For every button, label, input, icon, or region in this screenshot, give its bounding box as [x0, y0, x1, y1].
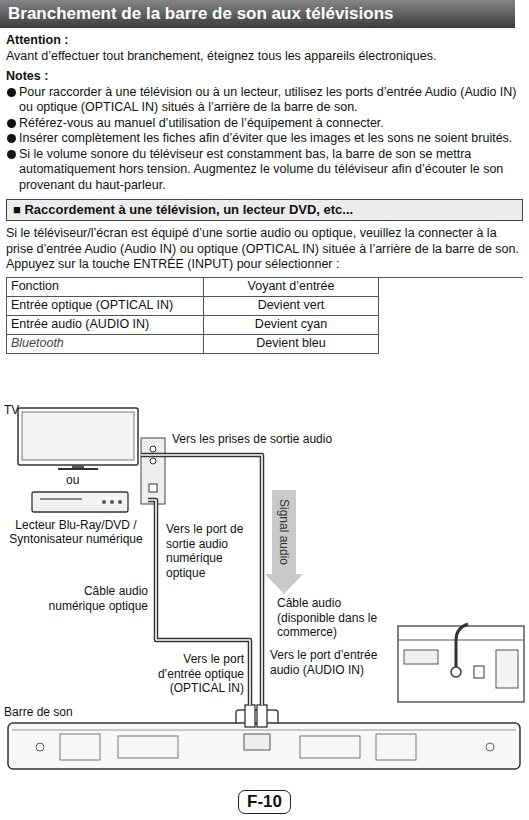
callout-text: Vers le port d’entrée optique (OPTICAL I… [140, 652, 244, 696]
note-item: Insérer complètement les fiches afin d’é… [6, 131, 523, 147]
page-number: F-10 [238, 790, 291, 814]
callout-text: Vers les prises de sortie audio [172, 432, 332, 447]
jack-panel [149, 484, 157, 492]
text-block: Attention : [6, 33, 523, 49]
tv-illustration [22, 412, 134, 460]
note-text: Référez-vous au manuel d’utilisation de … [19, 116, 384, 130]
signal-arrow [265, 490, 303, 594]
soundbar-rear-panel [474, 666, 484, 678]
note-text: Insérer complètement les fiches afin d’é… [19, 131, 512, 145]
table-cell: Fonction [7, 278, 204, 297]
soundbar-illustration [12, 730, 516, 731]
section-header: ■ Raccordement à une télévision, un lect… [6, 199, 523, 221]
tv-illustration [18, 408, 138, 465]
tv-box: TV [4, 403, 141, 471]
soundbar-box: Barre de son [4, 705, 524, 773]
soundbar-illustration [300, 736, 360, 758]
text-block: ■ Raccordement à une télévision, un lect… [6, 199, 523, 221]
jack-panel [150, 446, 156, 452]
jack-panel [141, 438, 165, 504]
cable-plugs [245, 705, 255, 727]
note-text: Pour raccorder à une télévision ou à un … [19, 85, 517, 115]
soundbar-illustration [60, 734, 100, 760]
jack-panel [141, 438, 165, 504]
bullet-dot [7, 134, 16, 143]
soundbar-illustration [118, 736, 178, 758]
dvd-player-illustration [32, 492, 128, 512]
audio-cable [141, 455, 262, 705]
soundbar-rear-panel [404, 650, 438, 664]
table-cell: Entrée optique (OPTICAL IN) [7, 297, 204, 316]
dvd-player-illustration [32, 492, 128, 512]
tv-illustration [72, 465, 84, 468]
node-text: ■ Raccordement à une télévision, un lect… [13, 203, 516, 217]
note-item: Pour raccorder à une télévision ou à un … [6, 85, 523, 116]
note-item: Référez-vous au manuel d’utilisation de … [6, 116, 523, 132]
cable-plugs [245, 705, 267, 727]
node-text: Lecteur Blu-Ray/DVD / Syntonisateur numé… [4, 518, 148, 546]
soundbar-illustration [486, 743, 494, 751]
soundbar-rear-panel [398, 640, 524, 641]
note-text: Si le volume sonore du téléviseur est co… [19, 147, 503, 192]
text-block: Appuyez sur la touche ENTRÉE (INPUT) pou… [6, 257, 523, 273]
soundbar-illustration [244, 734, 270, 750]
text-block: Notes : [6, 69, 523, 85]
text-column: Attention : Avant d’effectuer tout branch… [6, 33, 523, 354]
table-cell: Bluetooth [7, 335, 204, 354]
soundbar-illustration [8, 723, 520, 769]
soundbar-rear-panel [451, 667, 461, 677]
node-text: F-10 [247, 791, 282, 813]
or-label: ou [66, 473, 79, 488]
node-text: Barre de son [4, 705, 524, 719]
title-bar: Branchement de la barre de son aux télév… [0, 0, 515, 28]
cable-plugs [257, 705, 267, 727]
bullet-dot [7, 150, 16, 159]
node-text: TV [4, 403, 141, 417]
callout-text: Câble audio (disponible dans le commerce… [277, 596, 395, 640]
soundbar-rear-panel [398, 626, 524, 702]
bullet-dot [7, 119, 16, 128]
paragraph: Si le téléviseur/l’écran est équipé d’un… [6, 226, 519, 256]
text-block: Avant d’effectuer tout branchement, étei… [6, 49, 523, 65]
soundbar-rear-panel [456, 624, 468, 667]
jack-panel [150, 458, 156, 464]
dvd-player-illustration [118, 500, 122, 504]
table-cell: Devient cyan [204, 316, 379, 335]
dvd-player-illustration [40, 498, 82, 500]
table-cell: Entrée audio (AUDIO IN) [7, 316, 204, 335]
paragraph: Avant d’effectuer tout branchement, étei… [6, 49, 436, 63]
bullet-dot [7, 88, 16, 97]
callout-text: Câble audio numérique optique [40, 584, 148, 613]
input-table: FonctionVoyant d’entréeEntrée optique (O… [6, 277, 523, 354]
table-cell: Voyant d’entrée [204, 278, 379, 297]
tv-illustration [18, 408, 138, 469]
dvd-player-illustration [110, 500, 114, 504]
table-cell: Devient bleu [204, 335, 379, 354]
text-block: FonctionVoyant d’entréeEntrée optique (O… [6, 277, 523, 354]
soundbar-rear-panel [398, 624, 524, 702]
table-cell: Devient vert [204, 297, 379, 316]
callout-text: Vers le port de sortie audio numérique o… [166, 522, 248, 580]
signal-arrow [265, 490, 303, 594]
signal-label: Signal audio [277, 499, 292, 565]
paragraph: Appuyez sur la touche ENTRÉE (INPUT) pou… [6, 257, 339, 271]
callout-text: Vers le port d’entrée audio (AUDIO IN) [270, 648, 395, 677]
soundbar-illustration [36, 743, 44, 751]
soundbar-illustration [376, 734, 416, 760]
text-block: Si le téléviseur/l’écran est équipé d’un… [6, 226, 523, 257]
paragraph: Notes : [6, 69, 48, 83]
note-item: Si le volume sonore du téléviseur est co… [6, 147, 523, 194]
soundbar-rear-panel [496, 650, 518, 688]
cable-core [141, 455, 262, 705]
paragraph: Attention : [6, 33, 68, 47]
tv-illustration [58, 468, 98, 470]
player-box: Lecteur Blu-Ray/DVD / Syntonisateur numé… [4, 488, 148, 546]
dvd-player-illustration [102, 500, 106, 504]
